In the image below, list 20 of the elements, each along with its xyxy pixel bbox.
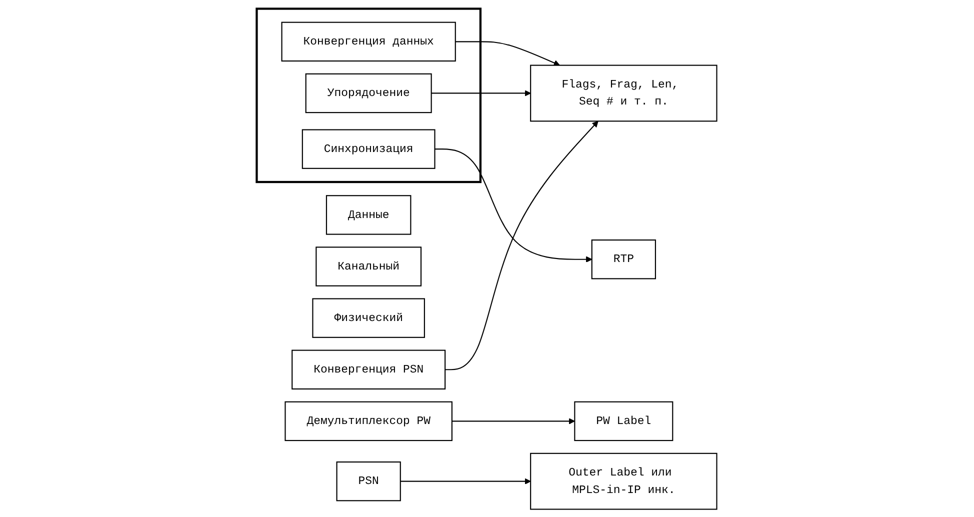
node-box: Упорядочение bbox=[306, 72, 432, 113]
cluster bbox=[256, 7, 482, 183]
node-box: Данные bbox=[326, 194, 412, 234]
node-box: Физический bbox=[312, 298, 426, 338]
arrow bbox=[432, 90, 532, 96]
arrow bbox=[456, 40, 560, 66]
arrow bbox=[435, 148, 592, 262]
node-box: Outer Label или MPLS-in-IP инк. bbox=[530, 452, 718, 510]
node-box: Конвергенция PSN bbox=[292, 349, 446, 389]
arrow bbox=[445, 120, 599, 370]
node-box: PSN bbox=[336, 460, 402, 501]
arrow bbox=[400, 478, 532, 484]
node-box: Flags, Frag, Len, Seq # и т. п. bbox=[530, 64, 718, 122]
node-box: Конвергенция данных bbox=[282, 21, 456, 62]
node-box: Синхронизация bbox=[302, 128, 436, 168]
node-box: Канальный bbox=[316, 246, 422, 286]
node-box: PW Label bbox=[574, 400, 674, 441]
node-box: Демультиплексор PW bbox=[284, 400, 453, 441]
arrow bbox=[452, 418, 576, 424]
node-box: RTP bbox=[592, 238, 656, 279]
